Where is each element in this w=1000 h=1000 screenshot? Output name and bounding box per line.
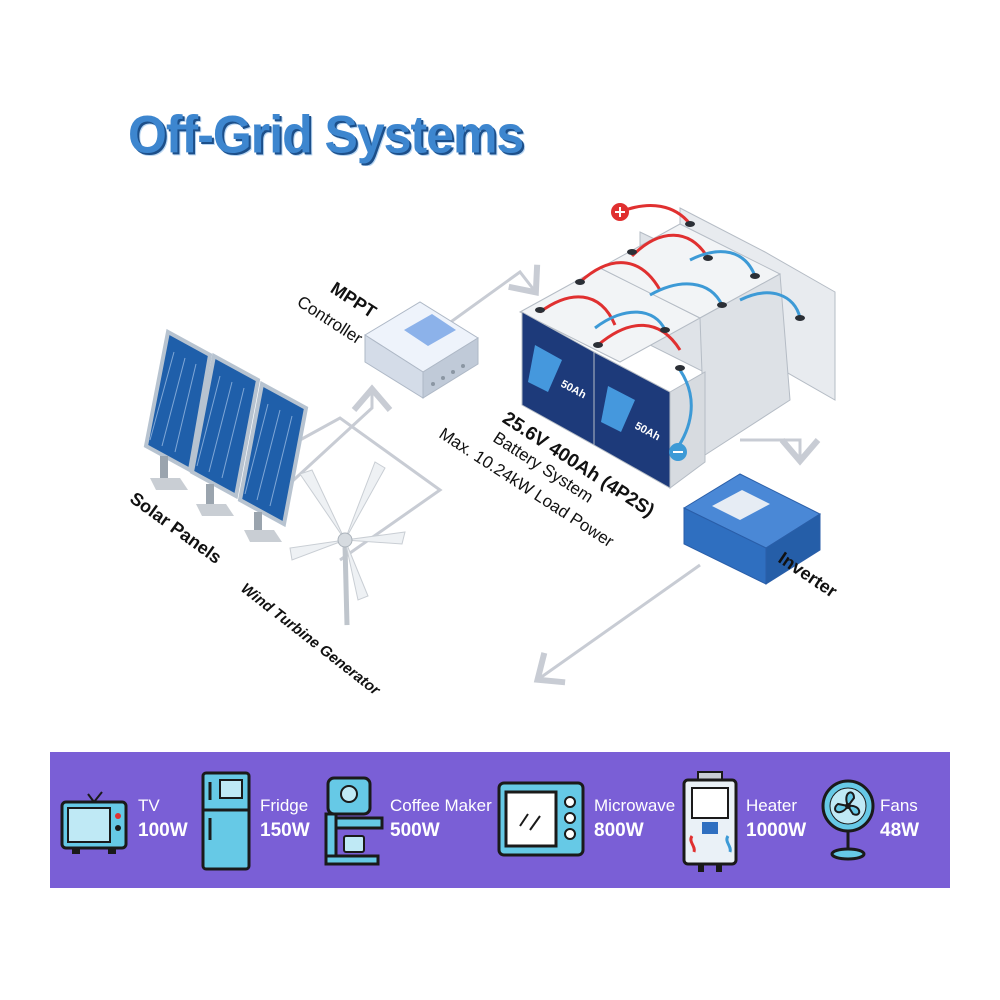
appliance-power: 800W <box>594 820 644 841</box>
mppt-controller <box>364 301 479 399</box>
appliance-power: 48W <box>880 820 920 841</box>
appliance-name: Fans <box>880 796 918 815</box>
solar-panel <box>143 328 213 490</box>
battery-bank: 50Ah 50Ah <box>518 203 836 489</box>
heater-icon <box>682 771 738 872</box>
appliance-name: Heater <box>746 796 798 815</box>
negative-terminal-icon <box>669 443 687 461</box>
battery-module: 50Ah 50Ah <box>521 311 706 489</box>
fan-icon <box>821 779 875 861</box>
appliance-power: 150W <box>260 820 310 841</box>
appliance-name: TV <box>138 796 160 815</box>
appliance-name: Coffee Maker <box>390 796 492 815</box>
tv-icon <box>60 791 128 854</box>
solar-panel <box>237 380 309 542</box>
solar-panels <box>143 328 309 542</box>
appliance-power: 1000W <box>746 820 807 841</box>
fridge-icon <box>201 771 251 871</box>
positive-terminal-icon <box>611 203 629 221</box>
coffee-maker-icon <box>324 776 384 866</box>
wind-turbine <box>289 461 406 626</box>
appliance-power: 500W <box>390 820 440 841</box>
microwave-icon <box>497 781 585 857</box>
appliance-bar: TV 100W Fridge 150W Coffee Maker 500W Mi… <box>50 752 950 888</box>
inverter <box>682 473 822 585</box>
appliance-name: Microwave <box>594 796 676 815</box>
appliance-power: 100W <box>138 820 188 841</box>
solar-panel <box>189 352 261 516</box>
battery-terminals <box>535 221 805 371</box>
battery-wiring <box>539 204 802 451</box>
appliance-name: Fridge <box>260 796 309 815</box>
page-title: Off-Grid Systems <box>128 105 524 164</box>
